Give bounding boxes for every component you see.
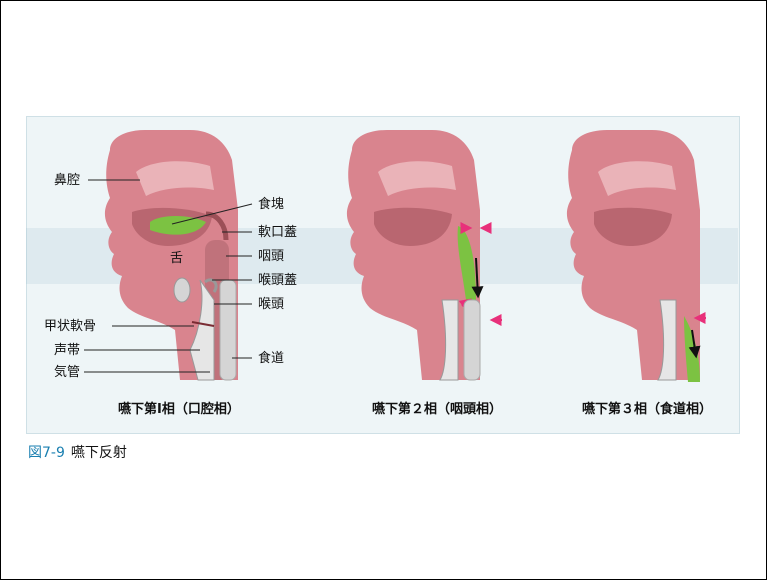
stage-1-caption: 嚥下第Ⅰ相（口腔相） [118, 398, 240, 417]
figure-number: 図7-9 [28, 445, 65, 461]
label-trachea: 気管 [54, 366, 80, 380]
label-esophagus: 食道 [258, 352, 284, 366]
stage-1-spine [220, 280, 236, 380]
label-thyroid-cartilage: 甲状軟骨 [44, 320, 96, 334]
label-pharynx: 咽頭 [258, 250, 284, 264]
stage-2-spine [464, 300, 480, 380]
figure-caption: 図7-9 嚥下反射 [28, 442, 127, 462]
label-tongue: 舌 [170, 252, 183, 266]
stage-3-illustration [567, 130, 706, 382]
stage-1-hyoid-bone [174, 278, 190, 302]
stage-3-caption: 嚥下第３相（食道相） [582, 398, 712, 417]
label-vocal-cords: 声帯 [54, 344, 80, 358]
label-nasal-cavity: 鼻腔 [54, 174, 80, 188]
stage-2-caption: 嚥下第２相（咽頭相） [372, 398, 502, 417]
figure-title: 嚥下反射 [71, 445, 127, 461]
label-larynx: 喉頭 [258, 298, 284, 312]
stage-2-illustration [347, 130, 502, 380]
label-epiglottis: 喉頭蓋 [258, 274, 297, 288]
label-soft-palate: 軟口蓋 [258, 226, 297, 240]
label-bolus: 食塊 [258, 198, 284, 212]
